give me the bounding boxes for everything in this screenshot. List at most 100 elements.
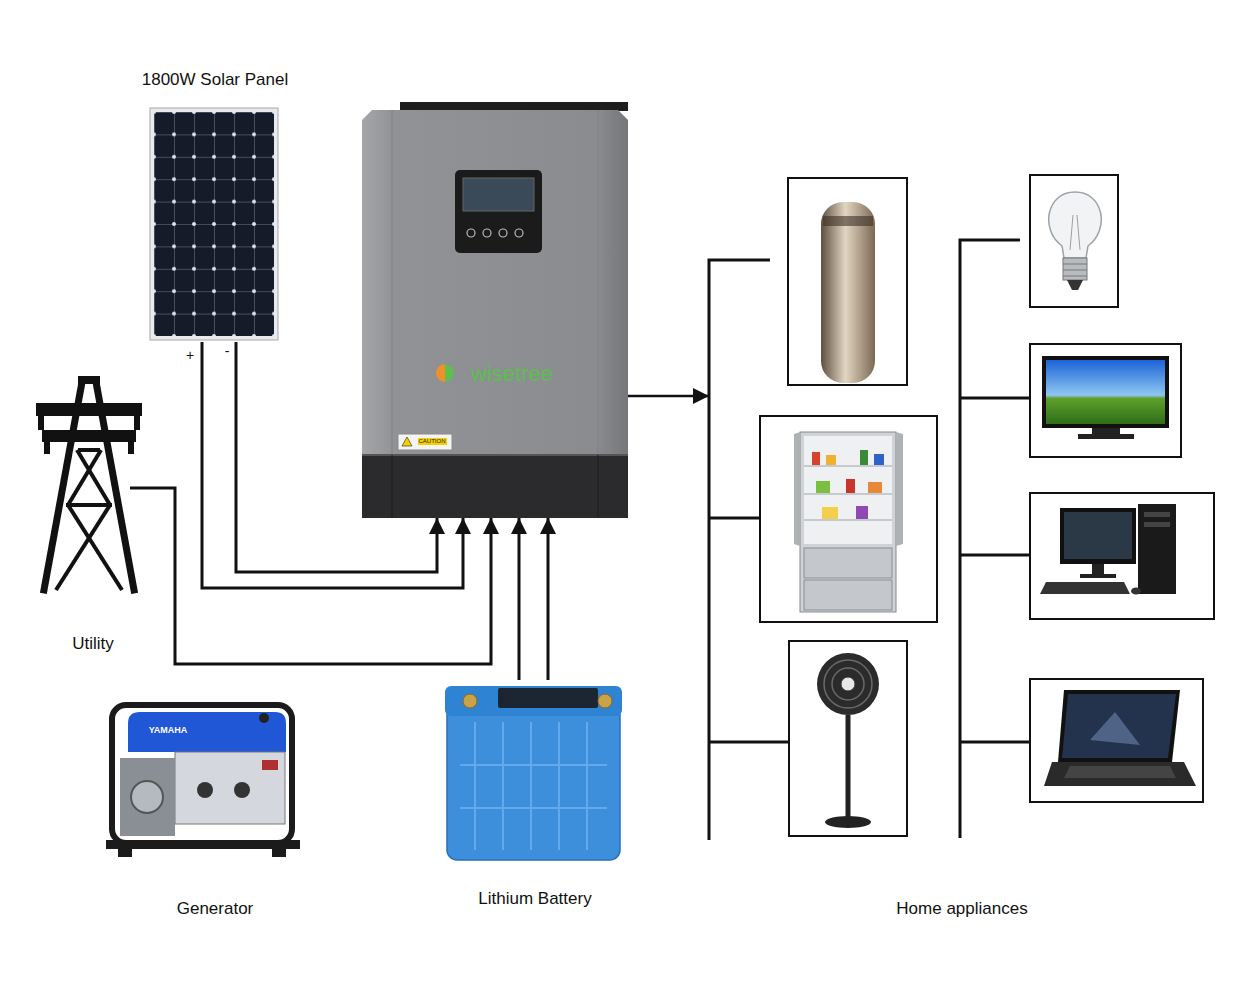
desktop-pc-picture (1092, 564, 1104, 574)
connector (130, 488, 491, 664)
inverter-picture (499, 229, 507, 237)
utility-tower-picture (36, 376, 142, 590)
utility-tower-picture (78, 448, 100, 452)
bulb-picture (1070, 215, 1080, 250)
generator-picture (118, 849, 132, 857)
utility-tower-picture (68, 505, 122, 590)
utility-tower-picture (77, 450, 110, 505)
tv-picture (1030, 344, 1181, 457)
lithium-battery: Lithium Battery (440, 680, 630, 925)
fan-picture (846, 715, 851, 818)
fan-picture (841, 677, 855, 691)
connector (547, 518, 550, 680)
laptop-picture (1062, 694, 1176, 758)
appliance-group: Home appliances (709, 170, 1225, 925)
fridge-picture (804, 466, 892, 520)
fridge-picture (804, 436, 892, 544)
inverter-picture (402, 437, 412, 446)
generator-picture (234, 782, 250, 798)
utility-tower: Utility (30, 375, 130, 660)
node-label: Generator (177, 899, 254, 919)
utility-tower-picture (36, 403, 142, 416)
desktop-pc-picture (1060, 508, 1136, 564)
laptop-picture (1030, 679, 1203, 802)
fridge-picture (760, 416, 937, 622)
fan-picture (824, 660, 872, 708)
fridge-picture (794, 432, 800, 546)
battery-picture (598, 694, 612, 708)
fridge-picture (804, 519, 892, 521)
generator-picture (175, 752, 285, 824)
appliance-bus (960, 741, 1030, 744)
fridge-picture (860, 450, 868, 465)
generator-picture (262, 760, 278, 770)
laptop-picture (1064, 766, 1176, 778)
inverter-picture (483, 229, 491, 237)
generator: Generator (100, 690, 330, 925)
inverter-picture (467, 229, 475, 237)
solar-panel: 1800W Solar Panel (125, 68, 305, 342)
desktop-pc-picture (1080, 574, 1116, 578)
fridge-picture (804, 548, 892, 578)
fridge-picture (816, 481, 830, 493)
fridge-picture (804, 465, 892, 467)
node-label: Home appliances (896, 899, 1027, 919)
bulb-picture (1030, 175, 1118, 307)
fridge-picture (874, 454, 884, 465)
battery-picture (530, 722, 532, 850)
laptop-picture (1090, 712, 1140, 745)
bulb-picture (1063, 264, 1087, 276)
fan-picture (789, 641, 907, 836)
fridge-picture (826, 455, 836, 465)
battery-picture (463, 694, 477, 708)
connector (518, 518, 521, 680)
laptop-picture (1044, 762, 1196, 786)
generator-picture (272, 849, 286, 857)
connector (202, 342, 463, 588)
polarity-mark: + (186, 348, 194, 363)
node-label: Utility (72, 634, 114, 654)
utility-tower-picture (68, 450, 101, 505)
utility-tower-picture (44, 382, 134, 590)
fridge-picture (804, 493, 892, 495)
fan-picture (825, 816, 871, 828)
generator-picture (128, 712, 286, 752)
generator-picture (120, 758, 175, 836)
inverter-picture (362, 455, 628, 518)
connector (628, 395, 709, 398)
polarity-mark: - (225, 344, 230, 359)
utility-tower-picture (56, 450, 122, 590)
generator-picture (112, 705, 292, 843)
desktop-pc-picture (1040, 582, 1130, 594)
bulb-picture (1063, 258, 1087, 280)
desktop-pc-picture (1030, 493, 1214, 619)
inverter-picture (398, 434, 452, 450)
battery-picture (460, 807, 607, 809)
fan-picture (832, 668, 864, 700)
inverter-picture (362, 102, 628, 518)
node-label: 1800W Solar Panel (142, 70, 288, 90)
battery-picture (558, 722, 560, 850)
appliance-bus (960, 240, 1020, 838)
utility-tower-picture (42, 430, 136, 442)
air-conditioner-picture (823, 216, 873, 226)
inverter-picture (362, 110, 628, 455)
desktop-pc-picture (1131, 588, 1141, 595)
generator-picture (131, 781, 163, 813)
generator-picture (106, 840, 300, 849)
desktop-pc-picture (1030, 493, 1214, 619)
utility-tower-picture (66, 503, 112, 507)
inverter-picture (445, 364, 454, 382)
fridge-picture (868, 482, 882, 493)
generator-picture (259, 713, 269, 723)
fridge-picture (856, 506, 868, 519)
desktop-pc-picture (1064, 512, 1132, 559)
connector (236, 342, 437, 572)
tv-picture (1046, 360, 1165, 424)
bulb-picture (1049, 192, 1102, 258)
inverter-picture (392, 455, 598, 518)
utility-tower-picture (44, 442, 50, 454)
inverter-picture (455, 170, 542, 253)
